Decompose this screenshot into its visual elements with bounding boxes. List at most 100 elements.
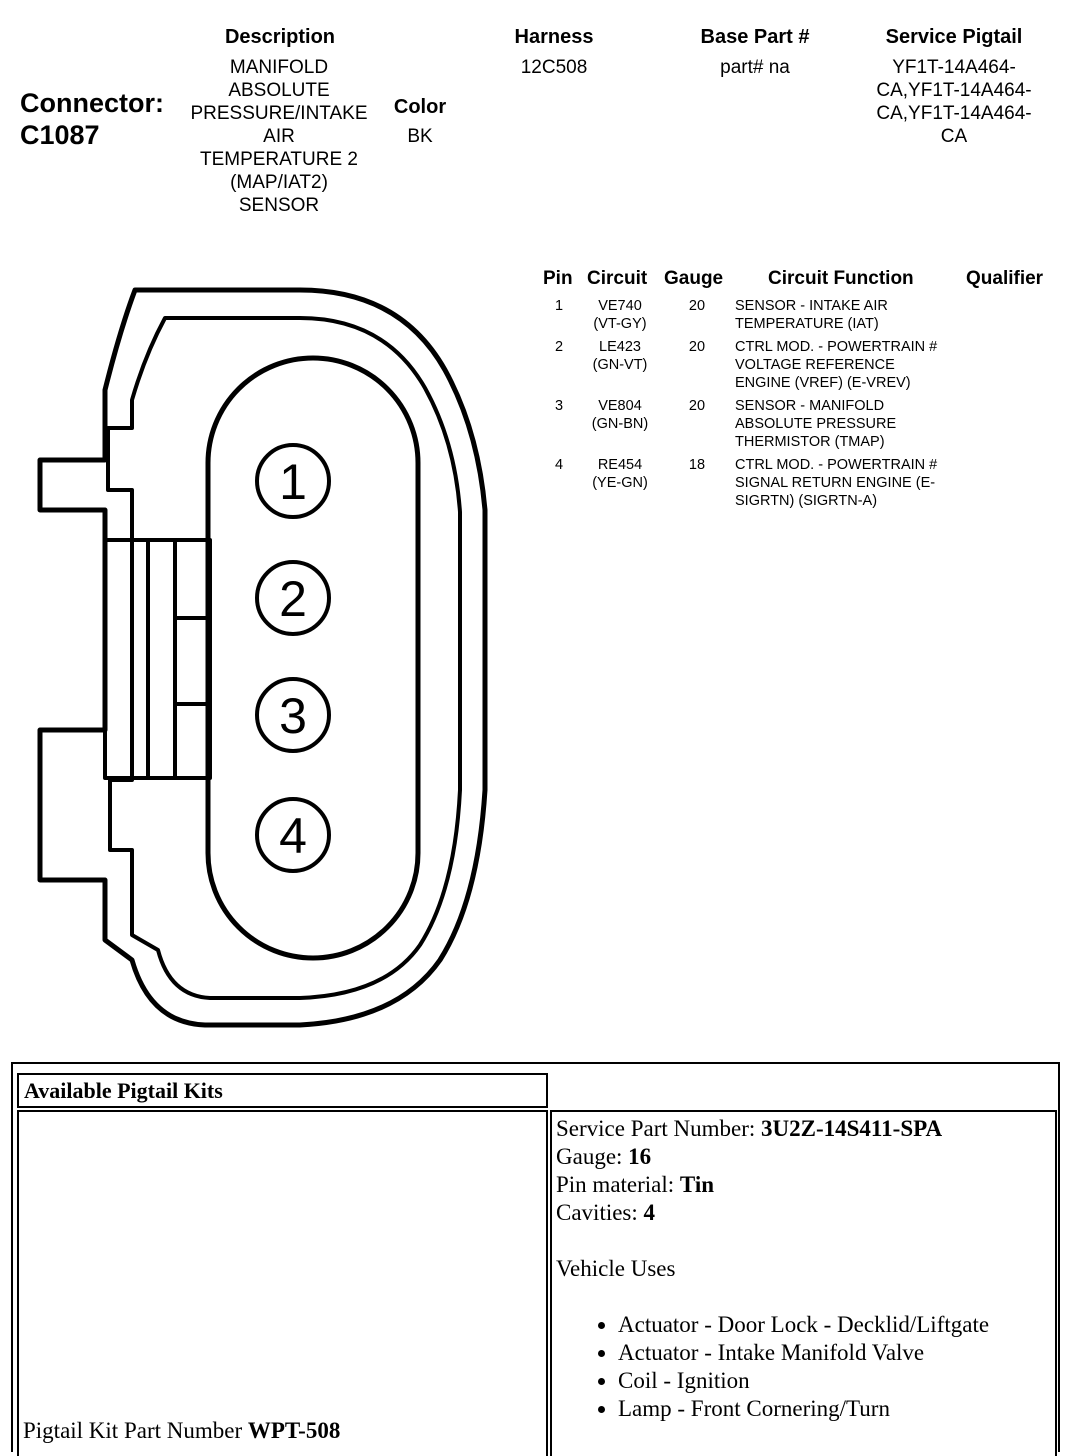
vehicle-use-item: Lamp - Front Cornering/Turn: [618, 1395, 989, 1423]
pigtail-kit-number: WPT-508: [247, 1418, 341, 1443]
pin-3-circle: [255, 677, 331, 753]
circuit-code: VE804: [598, 398, 642, 414]
pigtail-kit-number-line: Pigtail Kit Part Number WPT-508: [23, 1418, 340, 1444]
base-part-header: Base Part #: [700, 26, 810, 48]
pin-col-header: Pin: [543, 268, 573, 289]
housing-inner-outline: [106, 316, 462, 1000]
pin-circuit: VE804 (GN-BN): [575, 397, 665, 433]
pin-number: 1: [554, 298, 564, 314]
pigtail-spec-cell: Service Part Number: 3U2Z-14S411-SPA Gau…: [550, 1110, 1057, 1456]
circuit-code: VE740: [598, 298, 642, 314]
function-line: CTRL MOD. - POWERTRAIN #: [735, 457, 938, 473]
pigtail-title-cell: Available Pigtail Kits: [17, 1073, 548, 1108]
pin-number: 2: [554, 339, 564, 355]
function-line: SENSOR - MANIFOLD: [735, 398, 885, 414]
function-line: VOLTAGE REFERENCE: [735, 357, 895, 373]
service-pigtail-value: YF1T-14A464- CA,YF1T-14A464- CA,YF1T-14A…: [844, 56, 1064, 148]
pin-1-circle: [255, 443, 331, 519]
pin-circles: [255, 443, 331, 873]
pin-3-label: 3: [279, 688, 307, 744]
service-part-label: Service Part Number:: [556, 1116, 756, 1141]
pin-function: SENSOR - INTAKE AIR TEMPERATURE (IAT): [735, 297, 985, 333]
vehicle-uses-list: Actuator - Door Lock - Decklid/Liftgate …: [556, 1311, 989, 1423]
harness-header: Harness: [514, 26, 594, 48]
function-line: SIGRTN) (SIGRTN-A): [735, 493, 878, 509]
cavities-line: Cavities: 4: [556, 1199, 989, 1227]
description-line: SENSOR: [238, 195, 320, 216]
service-part-line: Service Part Number: 3U2Z-14S411-SPA: [556, 1115, 989, 1143]
service-pigtail-header: Service Pigtail: [885, 26, 1023, 48]
circuit-color: (GN-VT): [592, 357, 648, 373]
function-line: SENSOR - INTAKE AIR: [735, 298, 888, 314]
vehicle-use-item: Coil - Ignition: [618, 1367, 989, 1395]
gauge-line: Gauge: 16: [556, 1143, 989, 1171]
pin-1-label: 1: [279, 454, 307, 510]
pin-4-circle: [255, 797, 331, 873]
circuit-color: (VT-GY): [593, 316, 647, 332]
gauge-value: 16: [628, 1144, 652, 1169]
function-line: ABSOLUTE PRESSURE: [735, 416, 897, 432]
circuit-col-header: Circuit: [587, 268, 648, 289]
connector-label: Connector:: [20, 88, 164, 118]
pin-gauge: 20: [688, 398, 706, 414]
housing-outline: [37, 287, 488, 1028]
description-line: ABSOLUTE: [228, 80, 330, 101]
pigtail-title-spacer: [550, 1073, 1057, 1108]
pin-2-circle: [255, 560, 331, 636]
color-value: BK: [407, 126, 433, 147]
pigtail-kit-table: Available Pigtail Kits Pigtail Kit Part …: [11, 1062, 1060, 1456]
function-line: ENGINE (VREF) (E-VREV): [735, 375, 911, 391]
pin-material-label: Pin material:: [556, 1172, 675, 1197]
function-line: SIGNAL RETURN ENGINE (E-: [735, 475, 936, 491]
circuit-code: RE454: [597, 457, 643, 473]
cavities-value: 4: [643, 1200, 656, 1225]
pigtail-kit-label: Pigtail Kit Part Number: [23, 1418, 243, 1443]
function-line: THERMISTOR (TMAP): [735, 434, 885, 450]
description-line: AIR: [263, 126, 295, 147]
pigtail-kit-cell: Pigtail Kit Part Number WPT-508: [17, 1110, 548, 1456]
pin-2-label: 2: [279, 571, 307, 627]
service-pigtail-line: YF1T-14A464-: [892, 57, 1016, 78]
gauge-label: Gauge:: [556, 1144, 623, 1169]
latch-slots: [103, 538, 212, 780]
pin-gauge: 20: [688, 298, 706, 314]
description-line: TEMPERATURE 2: [199, 149, 358, 170]
pin-circuit: RE454 (YE-GN): [575, 456, 665, 492]
pin-gauge: 18: [688, 457, 706, 473]
description-line: (MAP/IAT2): [230, 172, 328, 193]
description-header: Description: [224, 26, 336, 48]
pin-number: 4: [554, 457, 564, 473]
vehicle-use-item: Actuator - Intake Manifold Valve: [618, 1339, 989, 1367]
pin-function: CTRL MOD. - POWERTRAIN # SIGNAL RETURN E…: [735, 456, 985, 510]
description-line: PRESSURE/INTAKE: [190, 103, 368, 124]
vehicle-use-item: Actuator - Door Lock - Decklid/Liftgate: [618, 1311, 989, 1339]
connector-heading: Connector: C1087: [20, 87, 164, 151]
pin-circuit: LE423 (GN-VT): [575, 338, 665, 374]
function-col-header: Circuit Function: [768, 268, 914, 289]
service-pigtail-line: CA,YF1T-14A464-: [876, 80, 1032, 101]
pin-function: CTRL MOD. - POWERTRAIN # VOLTAGE REFEREN…: [735, 338, 985, 392]
harness-value: 12C508: [520, 57, 588, 78]
service-part-value: 3U2Z-14S411-SPA: [761, 1116, 943, 1141]
pin-material-line: Pin material: Tin: [556, 1171, 989, 1199]
pin-cavity: [205, 355, 421, 961]
vehicle-uses-heading: Vehicle Uses: [556, 1256, 676, 1281]
pin-circuit: VE740 (VT-GY): [575, 297, 665, 333]
cavities-label: Cavities:: [556, 1200, 638, 1225]
function-line: CTRL MOD. - POWERTRAIN #: [735, 339, 938, 355]
gauge-col-header: Gauge: [664, 268, 724, 289]
service-pigtail-line: CA: [940, 126, 968, 147]
service-pigtail-line: CA,YF1T-14A464-: [876, 103, 1032, 124]
pin-material-value: Tin: [679, 1172, 715, 1197]
description-value: MANIFOLD ABSOLUTE PRESSURE/INTAKE AIR TE…: [170, 56, 388, 217]
pin-4-label: 4: [279, 808, 307, 864]
description-line: MANIFOLD: [229, 57, 329, 78]
qualifier-col-header: Qualifier: [966, 268, 1044, 289]
pin-gauge: 20: [688, 339, 706, 355]
connector-id: C1087: [20, 120, 100, 150]
pin-number: 3: [554, 398, 564, 414]
function-line: TEMPERATURE (IAT): [735, 316, 879, 332]
color-header: Color: [393, 96, 447, 118]
circuit-color: (GN-BN): [591, 416, 649, 432]
base-part-value: part# na: [720, 57, 790, 78]
